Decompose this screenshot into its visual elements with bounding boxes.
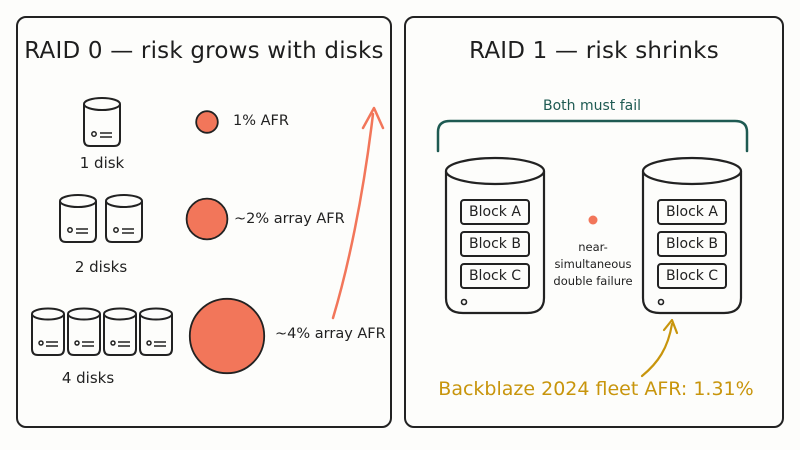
disk-icon-1a (83, 97, 121, 147)
both-must-fail-bracket (436, 119, 749, 153)
double-failure-note: near-simultaneous double failure (543, 239, 643, 290)
row2-afr-label: ~2% array AFR (234, 211, 345, 227)
left-block-b: Block B (460, 231, 530, 257)
disk-icon-2a (59, 194, 97, 243)
backblaze-afr-footer: Backblaze 2024 fleet AFR: 1.31% (438, 378, 754, 400)
double-failure-note-line1: near-simultaneous (554, 240, 632, 271)
raid0-panel: RAID 0 — risk grows with disks (16, 16, 392, 428)
row3-afr-label: ~4% array AFR (275, 326, 386, 342)
raid0-title: RAID 0 — risk grows with disks (24, 38, 384, 64)
row1-afr-label: 1% AFR (233, 113, 289, 129)
row1-disk-label: 1 disk (79, 154, 125, 172)
disk-icon-2b (105, 194, 143, 243)
risk-circle-1-disk (195, 110, 219, 134)
right-block-c: Block C (657, 263, 727, 289)
raid0-drawing (31, 97, 385, 375)
right-block-a: Block A (657, 199, 727, 225)
row2-disk-label: 2 disks (74, 258, 128, 276)
raid1-panel: RAID 1 — risk shrinks Both must fail Blo… (404, 16, 784, 428)
disk-icon-4a (31, 307, 65, 356)
row3-disk-label: 4 disks (61, 369, 115, 387)
disk-icon-4c (103, 307, 137, 356)
risk-circle-4-disks (188, 297, 266, 375)
backblaze-pointer-arrow (640, 318, 679, 378)
double-failure-dot (588, 215, 598, 225)
disk-icon-4b (67, 307, 101, 356)
raid1-title: RAID 1 — risk shrinks (469, 38, 719, 64)
both-must-fail-label: Both must fail (542, 98, 641, 114)
risk-circle-2-disks (185, 197, 229, 241)
disk-icon-4d (139, 307, 173, 356)
right-block-b: Block B (657, 231, 727, 257)
left-block-c: Block C (460, 263, 530, 289)
rising-risk-arrow (331, 106, 385, 320)
left-block-a: Block A (460, 199, 530, 225)
double-failure-note-line2: double failure (553, 274, 633, 288)
